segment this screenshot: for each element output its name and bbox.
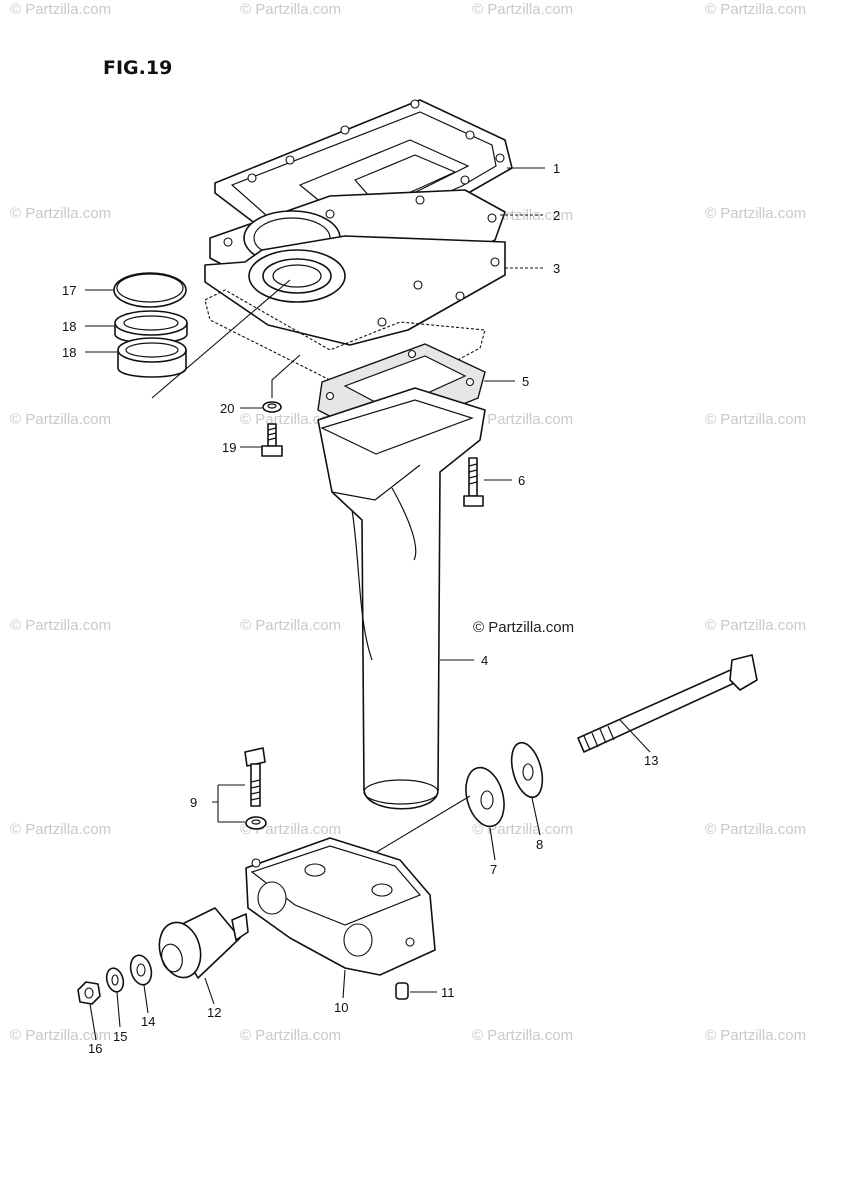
nut-part-16 [77, 981, 101, 1005]
rubber-mount-part-12 [158, 907, 249, 979]
figure-title: FIG.19 [103, 57, 172, 79]
watermark-text: © Partzilla.com [472, 1027, 573, 1044]
bolt-part-9 [244, 747, 267, 830]
watermark-text: © Partzilla.com [472, 411, 573, 428]
bracket-part-9 [212, 784, 245, 823]
watermark-text: © Partzilla.com [10, 411, 111, 428]
callout-9: 9 [190, 795, 197, 810]
washer-part-15 [105, 967, 125, 993]
bolt-part-6 [463, 457, 484, 507]
callout-4: 4 [481, 653, 488, 668]
watermark-layer: © Partzilla.com © Partzilla.com © Partzi… [10, 1, 806, 1044]
callout-6: 6 [518, 473, 525, 488]
callout-lines [85, 167, 651, 1041]
washer-part-20 [262, 401, 282, 413]
seal-part-18-upper [114, 310, 188, 344]
watermark-text: © Partzilla.com [472, 821, 573, 838]
partzilla-credit: © Partzilla.com [473, 619, 574, 636]
callout-labels: 1 2 3 4 5 6 7 8 9 10 11 12 13 14 15 16 1… [62, 161, 658, 1056]
callout-15: 15 [113, 1029, 127, 1044]
callout-16: 16 [88, 1041, 102, 1056]
callout-11: 11 [441, 985, 455, 1000]
watermark-text: © Partzilla.com [705, 821, 806, 838]
watermark-text: © Partzilla.com [240, 1, 341, 18]
watermark-text: © Partzilla.com [10, 1, 111, 18]
seal-alignment-line [151, 279, 291, 399]
callout-17: 17 [62, 283, 76, 298]
washer-part-8 [510, 741, 544, 799]
watermark-text: © Partzilla.com [705, 1, 806, 18]
watermark-text: © Partzilla.com [240, 411, 341, 428]
callout-19: 19 [222, 440, 236, 455]
washer-alignment-line [359, 795, 471, 863]
watermark-text: © Partzilla.com [240, 617, 341, 634]
watermark-text: © Partzilla.com [240, 1027, 341, 1044]
bolt-part-19 [261, 423, 283, 457]
callout-13: 13 [644, 753, 658, 768]
callout-20: 20 [220, 401, 234, 416]
exhaust-tube-part-4 [317, 387, 486, 810]
watermark-text: © Partzilla.com [10, 1027, 111, 1044]
watermark-text: © Partzilla.com [705, 617, 806, 634]
watermark-text: © Partzilla.com [705, 1027, 806, 1044]
callout-14: 14 [141, 1014, 155, 1029]
callout-2: 2 [553, 208, 560, 223]
callout-3: 3 [553, 261, 560, 276]
callout-8: 8 [536, 837, 543, 852]
gasket-outline-lower [204, 289, 486, 393]
watermark-text: © Partzilla.com [10, 617, 111, 634]
callout-1: 1 [553, 161, 560, 176]
o-ring-part-17 [113, 272, 187, 308]
callout-10: 10 [334, 1000, 348, 1015]
long-bolt-part-13 [577, 654, 758, 753]
washer-alignment-line [271, 354, 301, 398]
washer-part-14 [129, 954, 153, 986]
watermark-text: © Partzilla.com [472, 1, 573, 18]
callout-7: 7 [490, 862, 497, 877]
sleeve-part-11 [395, 982, 409, 1000]
callout-18-upper: 18 [62, 319, 76, 334]
washer-part-7 [465, 766, 505, 828]
watermark-text: © Partzilla.com [705, 205, 806, 222]
callout-12: 12 [207, 1005, 221, 1020]
seal-part-18-lower [117, 337, 187, 378]
plate-part-3 [204, 235, 506, 346]
mount-bracket-part-10 [245, 837, 436, 976]
callout-5: 5 [522, 374, 529, 389]
watermark-text: © Partzilla.com [10, 205, 111, 222]
callout-18-lower: 18 [62, 345, 76, 360]
watermark-text: © Partzilla.com [10, 821, 111, 838]
watermark-text: © Partzilla.com [705, 411, 806, 428]
